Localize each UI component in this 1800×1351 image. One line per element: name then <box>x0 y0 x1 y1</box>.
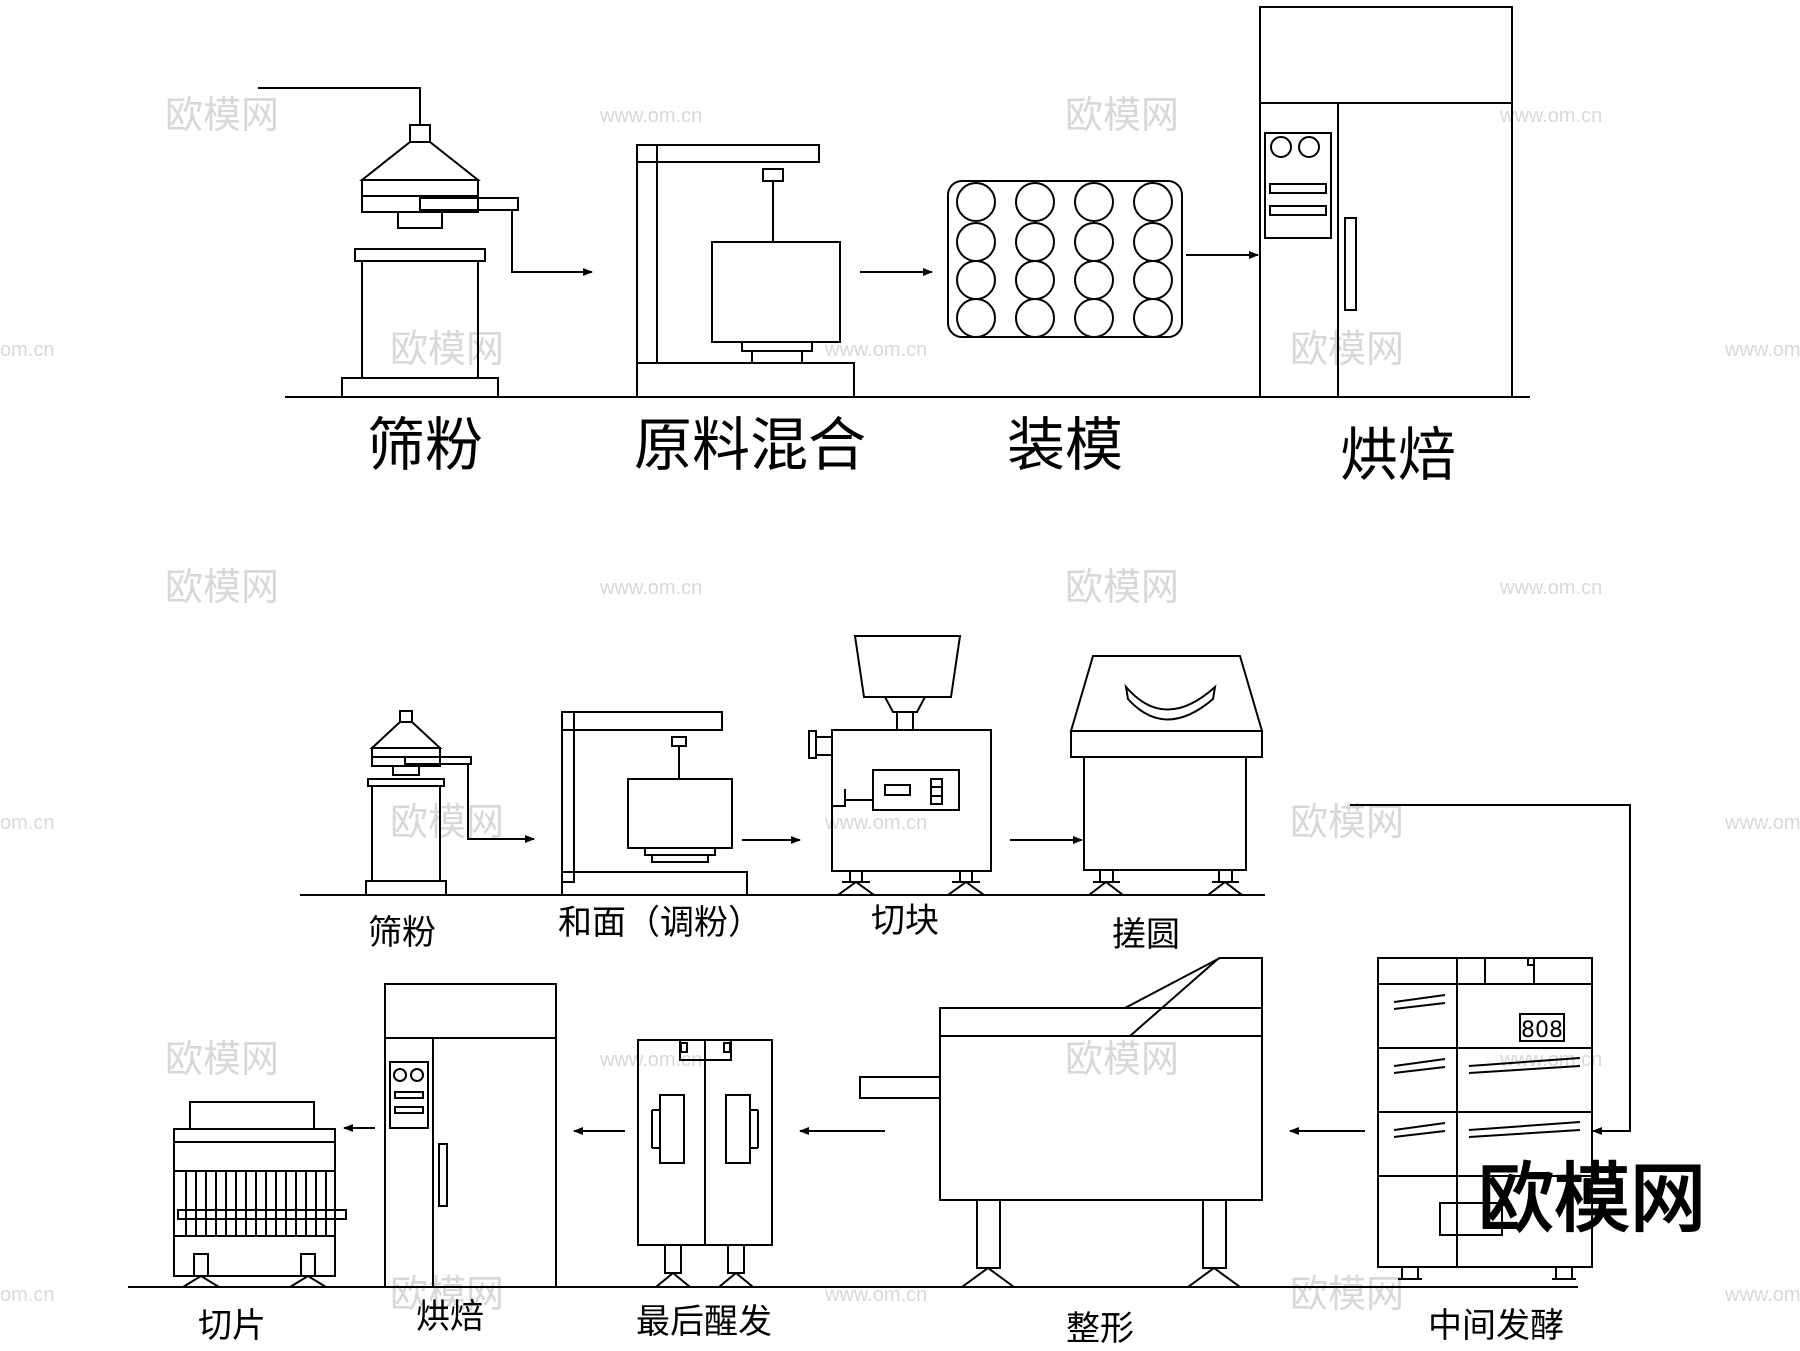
step-label-slice: 切片 <box>198 1306 266 1346</box>
watermark-site: www.om.cn <box>599 577 702 599</box>
watermark-site: www.om.cn <box>599 1049 702 1071</box>
dough-moulder-machine <box>859 957 1263 1288</box>
watermark-site: www.om.cn <box>1724 1284 1800 1306</box>
dough-mixer-small <box>561 711 801 896</box>
watermark-site: om.cn <box>0 812 54 834</box>
watermark-site: www.om.cn <box>1499 577 1602 599</box>
step-label-shaping: 整形 <box>1066 1309 1134 1347</box>
mold-tray-top <box>947 180 1259 338</box>
watermark-brand: 欧模网 <box>390 329 504 371</box>
watermark-brand: 欧模网 <box>390 802 504 844</box>
dough-divider-machine <box>808 635 1083 896</box>
watermark-site: www.om.cn <box>599 105 702 127</box>
watermark-brand: 欧模网 <box>165 567 279 609</box>
step-label-bake: 烘焙 <box>1340 421 1456 489</box>
watermark-brand: 欧模网 <box>1290 329 1404 371</box>
sifter-machine-small <box>365 710 535 896</box>
step-label-intermediate-ferment: 中间发酵 <box>1428 1306 1564 1346</box>
step-label-bake-small: 烘焙 <box>416 1297 484 1337</box>
watermark-brand: 欧模网 <box>165 1039 279 1081</box>
bottom-process-row1: 筛粉 和面（调粉） 切块 搓圆 <box>300 635 1265 955</box>
bread-slicer-machine <box>173 1101 347 1288</box>
top-process: 筛粉 原料混合 装模 烘焙 <box>258 6 1530 489</box>
bottom-process-row2: 808 切片 烘焙 最后醒发 整形 中间发酵 <box>128 957 1593 1349</box>
watermark-layer: 欧模网 欧模网 欧模网 欧模网 欧模网 欧模网 欧模网 欧模网 欧模网 欧模网 … <box>0 95 1800 1316</box>
watermark-site: www.om.cn <box>824 339 927 361</box>
dough-rounder-machine <box>1069 655 1264 896</box>
watermark-site: www.om.cn <box>1499 105 1602 127</box>
watermark-brand: 欧模网 <box>1065 95 1179 137</box>
watermark-brand: 欧模网 <box>390 1274 504 1316</box>
oven-top <box>1259 6 1513 398</box>
watermark-brand: 欧模网 <box>1290 1274 1404 1316</box>
watermark-site: www.om.cn <box>1724 812 1800 834</box>
brand-logo-watermark: 欧模网 <box>1478 1154 1706 1243</box>
step-label-divide: 切块 <box>871 901 939 941</box>
watermark-site: om.cn <box>0 339 54 361</box>
step-label-mold: 装模 <box>1007 411 1123 479</box>
watermark-site: om.cn <box>0 1284 54 1306</box>
step-label-round: 搓圆 <box>1112 915 1180 955</box>
sifter-machine-top <box>258 87 593 398</box>
oven-bottom <box>384 983 557 1288</box>
proofer-display-readout: 808 <box>1521 1018 1563 1043</box>
final-proofer-cabinet <box>637 1039 773 1288</box>
watermark-brand: 欧模网 <box>1290 802 1404 844</box>
watermark-site: www.om.cn <box>824 812 927 834</box>
watermark-brand: 欧模网 <box>165 95 279 137</box>
watermark-site: www.om.cn <box>824 1284 927 1306</box>
watermark-site: www.om.cn <box>1724 339 1800 361</box>
step-label-sift-small: 筛粉 <box>368 913 436 953</box>
intermediate-proofer-rack: 808 <box>1377 957 1593 1280</box>
step-label-sift: 筛粉 <box>367 411 483 479</box>
step-label-mix: 原料混合 <box>634 411 866 479</box>
step-label-final-proof: 最后醒发 <box>636 1302 772 1342</box>
watermark-brand: 欧模网 <box>1065 567 1179 609</box>
step-label-kneading: 和面（调粉） <box>558 903 762 943</box>
mixer-machine-top <box>636 144 933 398</box>
watermark-brand: 欧模网 <box>1065 1039 1179 1081</box>
connector-to-proofer <box>1350 804 1631 1135</box>
